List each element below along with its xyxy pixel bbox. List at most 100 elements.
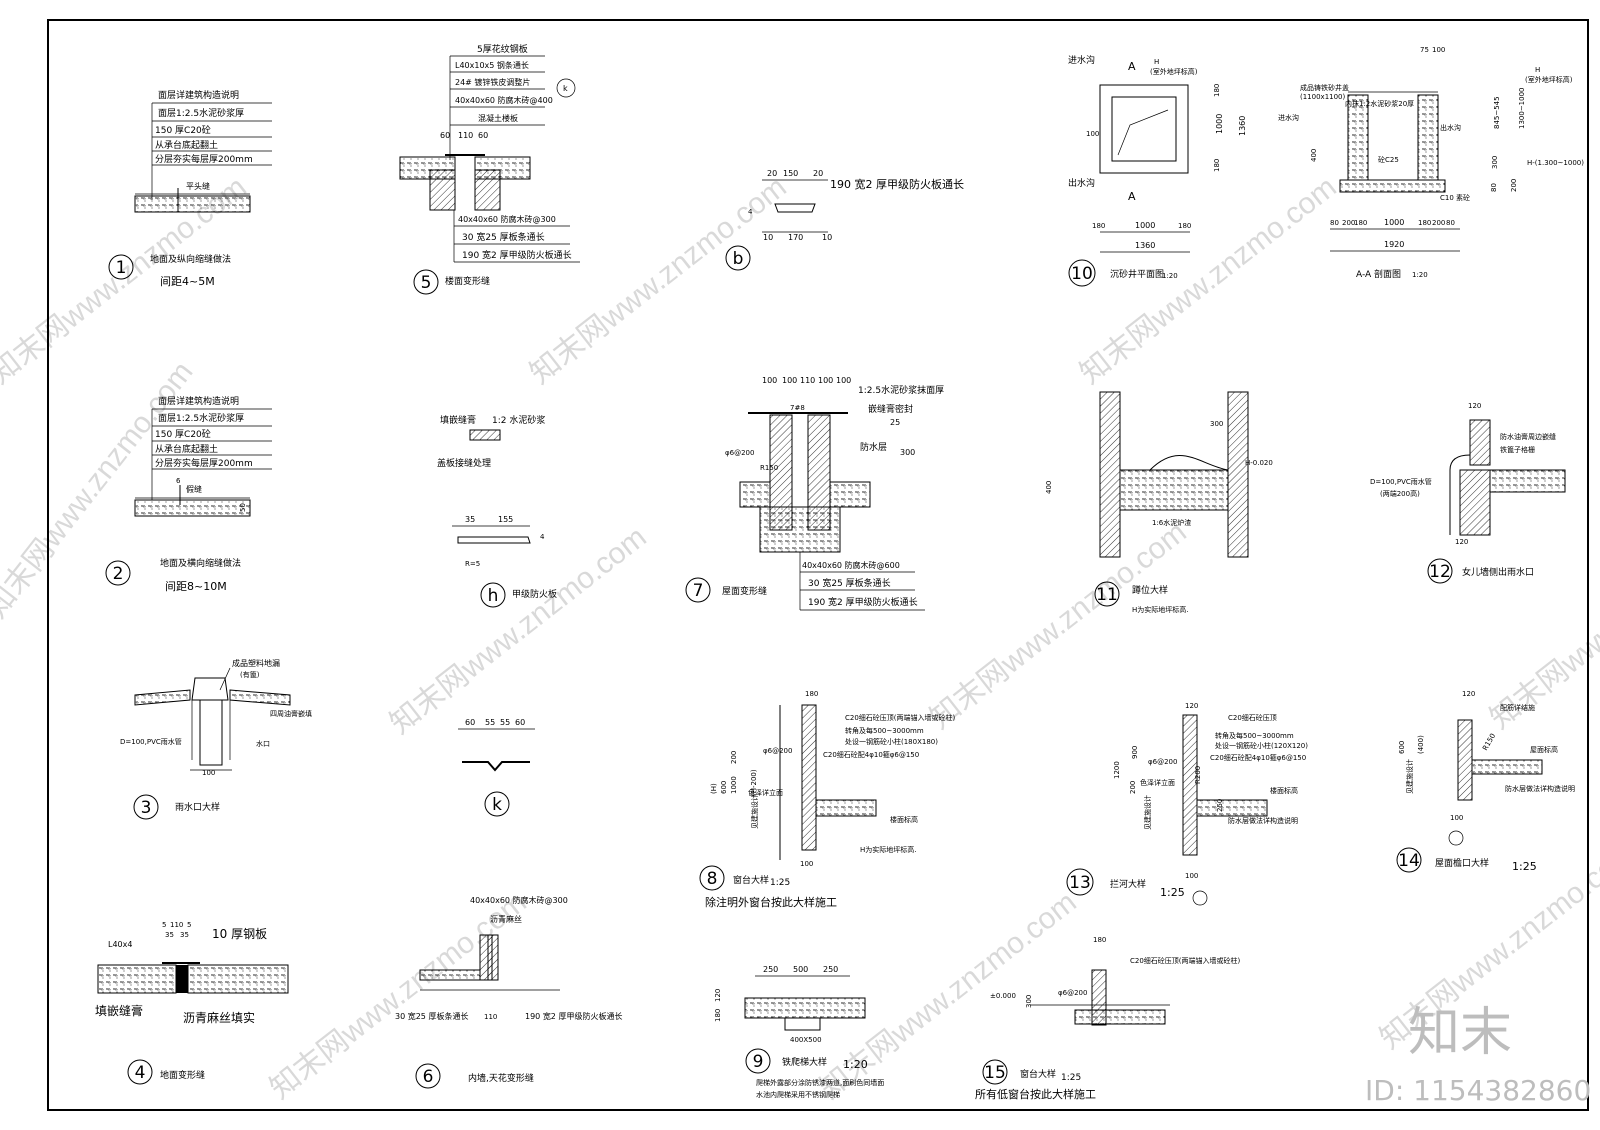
note-line: 150 厚C20砼 <box>155 124 211 136</box>
leader-label: 进水沟 <box>1068 54 1095 66</box>
dim-label: 1920 <box>1384 240 1404 249</box>
rebar-label: φ6@200 <box>725 449 754 457</box>
dim-label: 110 <box>458 131 473 140</box>
leader-label: 防水层做法详构造说明 <box>1505 784 1575 793</box>
leader-label: 1:2 水泥砂浆 <box>492 414 545 426</box>
dim-label: 100 <box>202 769 215 777</box>
note-line: 面层详建筑构造说明 <box>158 395 239 407</box>
dim-label: 170 <box>788 233 803 242</box>
dim-label: 5 <box>187 921 191 929</box>
detail-number: 12 <box>1429 562 1451 582</box>
dim-label: 155 <box>498 515 513 524</box>
detail-number: b <box>733 249 744 269</box>
leader-label: 铁篦子格栅 <box>1500 445 1535 454</box>
detail-number: 8 <box>707 869 718 889</box>
label: 处设一钢筋砼小柱(120X120) <box>1215 741 1308 750</box>
detail-title: 地面及横向缩缝做法 <box>160 557 241 569</box>
dim-label: 200 <box>730 751 738 764</box>
note-line: 面层1:2.5水泥砂浆厚 <box>158 412 244 424</box>
dim-label: 180 <box>1418 219 1431 227</box>
detail-number: h <box>488 586 499 606</box>
dim-label: 180 <box>1178 222 1191 230</box>
id-text: ID: 1154382860 <box>1365 1074 1591 1107</box>
dim-label: 1360 <box>1135 241 1155 250</box>
label: C20细石砼压顶 <box>1228 713 1277 722</box>
dim-label: 100 <box>800 860 813 868</box>
note-line: 面层详建筑构造说明 <box>158 89 239 101</box>
dim-label: 见建施设计 <box>750 794 759 829</box>
leader-label: H <box>1154 58 1159 66</box>
label: 转角及每500~3000mm <box>845 726 924 735</box>
dim-label: 200 <box>1129 781 1137 794</box>
leader-label: 沥青麻丝 <box>490 914 522 924</box>
dim-label: 845~545 <box>1493 96 1501 129</box>
dim-label: 100 <box>1185 872 1198 880</box>
leader-label: 成品铸铁砂井盖 <box>1300 83 1349 92</box>
note-line: 从承台底起翻土 <box>155 443 218 455</box>
dim-label: 35 <box>165 931 174 939</box>
detail-number: k <box>492 795 502 815</box>
dim-label: 300 <box>1025 995 1033 1008</box>
note-line: 24# 镀锌铁皮调整片 <box>455 77 530 87</box>
leader-label: 配筋详结施 <box>1500 703 1535 712</box>
dim-label: 110 <box>800 376 815 385</box>
label: C20细石砼配4φ10箍φ6@150 <box>823 750 919 759</box>
joint-label: 假缝 <box>186 484 202 494</box>
label: φ6@200 <box>763 747 792 755</box>
dim-label: 35 <box>180 931 189 939</box>
leader-label: 防水油膏周边嵌缝 <box>1500 432 1556 441</box>
dim-label: (H) <box>710 783 718 794</box>
detail-number-badge <box>133 794 159 820</box>
detail-13: 120 C20细石砼压顶 转角及每500~3000mm 处设一钢筋砼小柱(120… <box>1066 702 1308 906</box>
detail-number-badge <box>745 1048 771 1074</box>
dim-label: 100 <box>836 376 851 385</box>
detail-number-badge <box>1427 558 1453 584</box>
note-line: 分层夯实每层厚200mm <box>155 457 253 469</box>
note-line: 30 宽25 厚板条通长 <box>808 577 891 589</box>
dim-label: 100 <box>782 376 797 385</box>
dim-label: (H-200) <box>750 769 758 796</box>
ref-marker: k <box>563 84 568 93</box>
detail-number: 13 <box>1069 873 1091 893</box>
dim-label: 80 <box>1490 183 1498 192</box>
label: C20细石砼配4φ10箍φ6@150 <box>1210 753 1306 762</box>
leader-label: D=100,PVC雨水管 <box>120 737 182 746</box>
detail-scale: 1:20 <box>1162 272 1178 280</box>
leader-label: 填嵌缝膏 <box>95 1003 143 1018</box>
detail-b: 20 150 20 190 宽2 厚甲级防火板通长 10 170 10 4 b <box>725 169 964 271</box>
detail-note: 除注明外窗台按此大样施工 <box>705 895 837 909</box>
sheet-border <box>47 19 1589 1111</box>
dim-label: 60 <box>465 718 475 727</box>
dim-label: 1000 <box>1384 218 1404 227</box>
detail-9: 250 500 250 120 180 400X500 9 铁爬梯大样 1:20… <box>714 965 884 1099</box>
leader-label: D=100,PVC雨水管 <box>1370 477 1432 486</box>
detail-6: 40x40x60 防腐木砖@300 沥青麻丝 30 宽25 厚板条通长 110 … <box>395 895 622 1089</box>
note-line: 40x40x60 防腐木砖@600 <box>802 560 900 570</box>
detail-number-badge <box>105 560 131 586</box>
dim-label: 600 <box>720 781 728 794</box>
dim-label: R150 <box>1481 732 1497 752</box>
detail-scale: 1:20 <box>843 1058 868 1071</box>
detail-number: 2 <box>113 564 124 584</box>
label: 防水层做法详构造说明 <box>1228 816 1298 825</box>
leader-label: L40x4 <box>108 940 132 949</box>
detail-title: 女儿墙侧出雨水口 <box>1462 566 1534 578</box>
dim-label: 100 <box>1432 46 1445 54</box>
watermark-text: 知末网www.znzmo.com <box>524 171 793 391</box>
dim-label: 60 <box>478 131 488 140</box>
detail-title: 地面及纵向缩缝做法 <box>150 253 231 265</box>
label: C20细石砼压顶(两端锚入墙或砼柱) <box>845 713 956 722</box>
dim-label: R200 <box>1194 766 1202 784</box>
dim-label: 1360 <box>1238 116 1247 136</box>
dim-label: 900 <box>1131 746 1139 759</box>
detail-number: 6 <box>423 1067 434 1087</box>
label: 色泽详立面 <box>1140 778 1175 787</box>
dim-label: 110 <box>170 921 183 929</box>
dim-label: 500 <box>793 965 808 974</box>
leader-label: (有篦) <box>240 670 260 679</box>
detail-number-badge <box>725 245 751 271</box>
dim-label: 80 <box>1446 219 1455 227</box>
detail-8: 180 C20细石砼压顶(两端锚入墙或砼柱) 转角及每500~3000mm 处设… <box>699 690 956 909</box>
detail-10: 进水沟 A H (室外地坪标高) 100 180 1000 180 1360 出… <box>1068 54 1247 287</box>
dim-label: 100 <box>1086 130 1099 138</box>
